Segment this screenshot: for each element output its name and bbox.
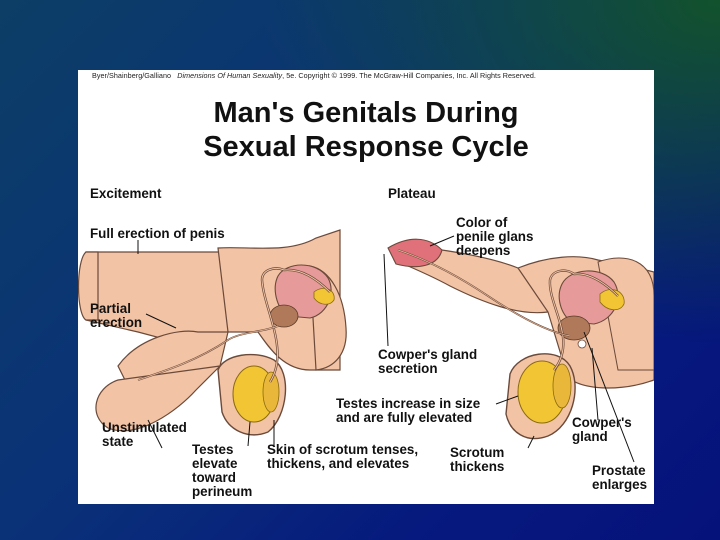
label-cowpers-gland-1: Cowper's <box>572 416 632 430</box>
copyright-credit: Byer/Shainberg/Galliano Dimensions Of Hu… <box>92 71 536 80</box>
label-scrotum-2: thickens <box>450 460 504 474</box>
excitement-heading: Excitement <box>90 187 161 201</box>
label-cowper-secretion-2: secretion <box>378 362 438 376</box>
figure-title-line1: Man's Genitals During <box>78 97 654 129</box>
label-color-1: Color of <box>456 216 507 230</box>
credit-authors: Byer/Shainberg/Galliano <box>92 71 171 80</box>
credit-book: Dimensions Of Human Sexuality <box>177 71 282 80</box>
label-full-erection: Full erection of penis <box>90 227 225 241</box>
label-testes-2: elevate <box>192 457 237 471</box>
label-testes-3: toward <box>192 471 236 485</box>
label-cowpers-gland-2: gland <box>572 430 608 444</box>
label-prostate-2: enlarges <box>592 478 647 492</box>
prostate-left <box>270 305 298 327</box>
label-testes-increase-2: and are fully elevated <box>336 411 472 425</box>
label-skin-2: thickens, and elevates <box>267 457 409 471</box>
epididymis-right <box>553 364 571 408</box>
label-skin-1: Skin of scrotum tenses, <box>267 443 418 457</box>
label-cowper-secretion-1: Cowper's gland <box>378 348 477 362</box>
label-scrotum-1: Scrotum <box>450 446 504 460</box>
figure-panel: Byer/Shainberg/Galliano Dimensions Of Hu… <box>78 70 654 504</box>
label-color-2: penile glans <box>456 230 533 244</box>
figure-title-line2: Sexual Response Cycle <box>78 131 654 163</box>
label-testes-4: perineum <box>192 485 252 499</box>
label-partial-2: erection <box>90 316 142 330</box>
label-color-3: deepens <box>456 244 510 258</box>
label-partial-1: Partial <box>90 302 131 316</box>
credit-rest: , 5e. Copyright © 1999. The McGraw-Hill … <box>282 71 536 80</box>
label-prostate-1: Prostate <box>592 464 646 478</box>
label-testes-1: Testes <box>192 443 233 457</box>
plateau-heading: Plateau <box>388 187 436 201</box>
label-unstimulated-2: state <box>102 435 133 449</box>
label-testes-increase-1: Testes increase in size <box>336 397 480 411</box>
label-unstimulated-1: Unstimulated <box>102 421 187 435</box>
cowpers-gland-right <box>578 340 586 348</box>
